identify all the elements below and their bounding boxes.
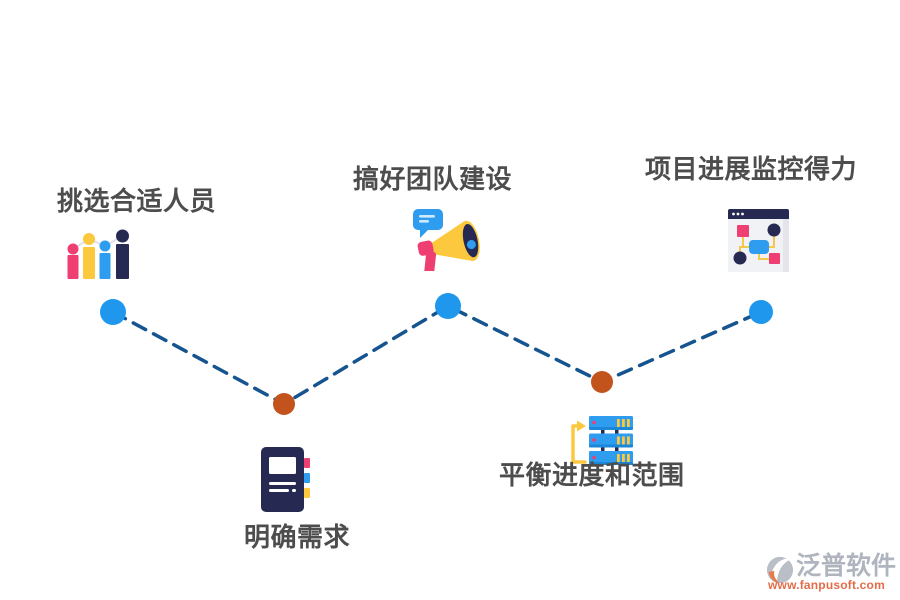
path-dot-3 bbox=[591, 371, 613, 393]
server-stack-icon bbox=[571, 416, 633, 465]
milestone-label-select-people: 挑选合适人员 bbox=[57, 186, 217, 216]
milestone-label-team-building: 搞好团队建设 bbox=[353, 164, 513, 194]
notebook-icon bbox=[261, 447, 310, 512]
milestone-label-clarify-requirements: 明确需求 bbox=[244, 522, 351, 552]
milestone-label-monitor-progress: 项目进展监控得力 bbox=[645, 154, 858, 184]
path-dot-2 bbox=[435, 293, 461, 319]
path-dot-1 bbox=[273, 393, 295, 415]
zigzag-line bbox=[111, 304, 763, 407]
milestone-label-balance-scope: 平衡进度和范围 bbox=[499, 460, 685, 490]
path-dot-0 bbox=[100, 299, 126, 325]
people-bar-chart-icon bbox=[67, 229, 129, 279]
path-dot-4 bbox=[749, 300, 773, 324]
brand-url: www.fanpusoft.com bbox=[768, 578, 885, 592]
brand-name: 泛普软件 bbox=[796, 552, 897, 580]
brand-watermark: 泛普软件 www.fanpusoft.com bbox=[766, 551, 896, 597]
browser-flowchart-icon bbox=[728, 209, 789, 272]
brand-logo-icon bbox=[766, 556, 794, 584]
megaphone-icon bbox=[413, 209, 480, 271]
